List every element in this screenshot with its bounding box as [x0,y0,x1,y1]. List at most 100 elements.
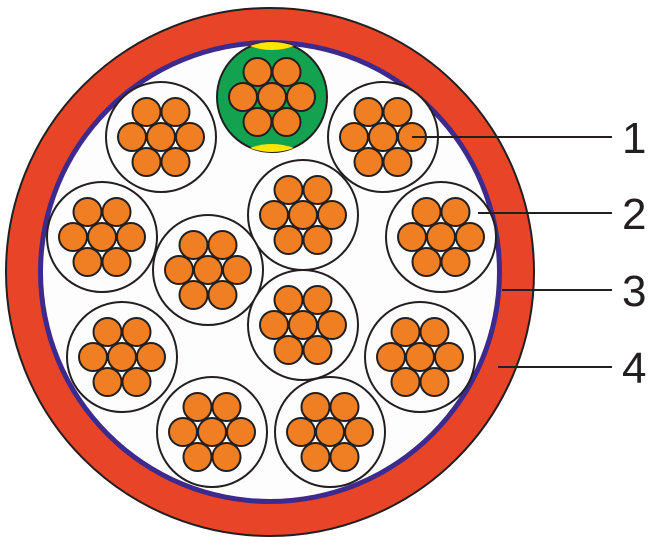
conductor-bundle [247,269,359,381]
conductor-strand [131,147,162,177]
callout-label-1: 1 [622,114,646,163]
conductor-strand [92,367,123,397]
conductor-strand [228,82,258,112]
conductor-strand [411,197,442,227]
conductor-strand [242,57,273,87]
yellow-marker-bottom [250,144,294,152]
conductor-strand [182,392,213,422]
conductor-strand [117,122,147,152]
conductor-strand [101,247,132,277]
conductor-strand [146,122,176,152]
conductor-strand [168,417,198,447]
conductor-strand [72,197,103,227]
conductor-strand [302,285,333,315]
conductor-bundle [385,181,497,293]
conductor-strand [317,310,347,340]
conductor-strand [207,230,238,260]
conductor-strand [368,122,398,152]
conductor-strand [72,247,103,277]
conductor-strand [286,417,316,447]
callout-label-4: 4 [622,344,646,393]
conductor-strand [405,342,435,372]
conductor-strand [300,442,331,472]
conductor-strand [411,247,442,277]
conductor-strand [273,335,304,365]
conductor-strand [300,392,331,422]
conductor-bundle [327,81,439,193]
conductor-bundle [46,181,158,293]
conductor-strand [317,200,347,230]
conductor-strand [440,247,471,277]
conductor-strand [121,317,152,347]
conductor-strand [273,285,304,315]
conductor-strand [87,222,117,252]
conductor-strand [257,82,287,112]
conductor-strand [136,342,166,372]
conductor-strand [426,222,456,252]
conductor-strand [101,197,132,227]
conductor-strand [178,280,209,310]
conductor-strand [121,367,152,397]
conductor-strand [222,255,252,285]
conductor-strand [344,417,374,447]
conductor-strand [302,335,333,365]
conductor-strand [390,317,421,347]
conductor-strand [397,222,427,252]
conductor-strand [339,122,369,152]
conductor-strand [58,222,88,252]
conductor-bundle [156,376,268,488]
callout-label-2: 2 [622,190,646,239]
conductor-strand [440,197,471,227]
conductor-strand [288,200,318,230]
conductor-strand [390,367,421,397]
callout-label-3: 3 [622,267,646,316]
conductor-strand [353,147,384,177]
conductor-bundle [152,214,264,326]
conductor-strand [286,82,316,112]
yellow-marker-top [250,42,294,50]
conductor-strand [107,342,137,372]
conductor-strand [419,317,450,347]
conductor-strand [302,225,333,255]
conductor-strand [271,57,302,87]
green-bundle [216,41,328,153]
conductor-strand [273,225,304,255]
conductor-bundle [247,159,359,271]
conductor-strand [329,392,360,422]
conductor-strand [164,255,194,285]
conductor-strand [92,317,123,347]
conductor-strand [226,417,256,447]
conductor-strand [160,147,191,177]
conductor-bundle [66,301,178,413]
conductor-strand [78,342,108,372]
conductor-strand [160,97,191,127]
conductor-strand [315,417,345,447]
conductor-strand [259,310,289,340]
conductor-bundle [364,301,476,413]
conductor-strand [271,107,302,137]
conductor-bundle [274,376,386,488]
conductor-strand [211,442,242,472]
conductor-strand [193,255,223,285]
conductor-strand [131,97,162,127]
conductor-strand [434,342,464,372]
conductor-strand [382,147,413,177]
conductor-strand [419,367,450,397]
conductor-strand [288,310,318,340]
conductor-strand [273,175,304,205]
conductor-strand [242,107,273,137]
conductor-strand [116,222,146,252]
conductor-strand [211,392,242,422]
conductor-strand [329,442,360,472]
conductor-strand [178,230,209,260]
conductor-strand [455,222,485,252]
conductor-strand [382,97,413,127]
conductor-strand [207,280,238,310]
conductor-strand [302,175,333,205]
conductor-strand [197,417,227,447]
conductor-strand [353,97,384,127]
conductor-strand [175,122,205,152]
conductor-strand [376,342,406,372]
conductor-strand [182,442,213,472]
